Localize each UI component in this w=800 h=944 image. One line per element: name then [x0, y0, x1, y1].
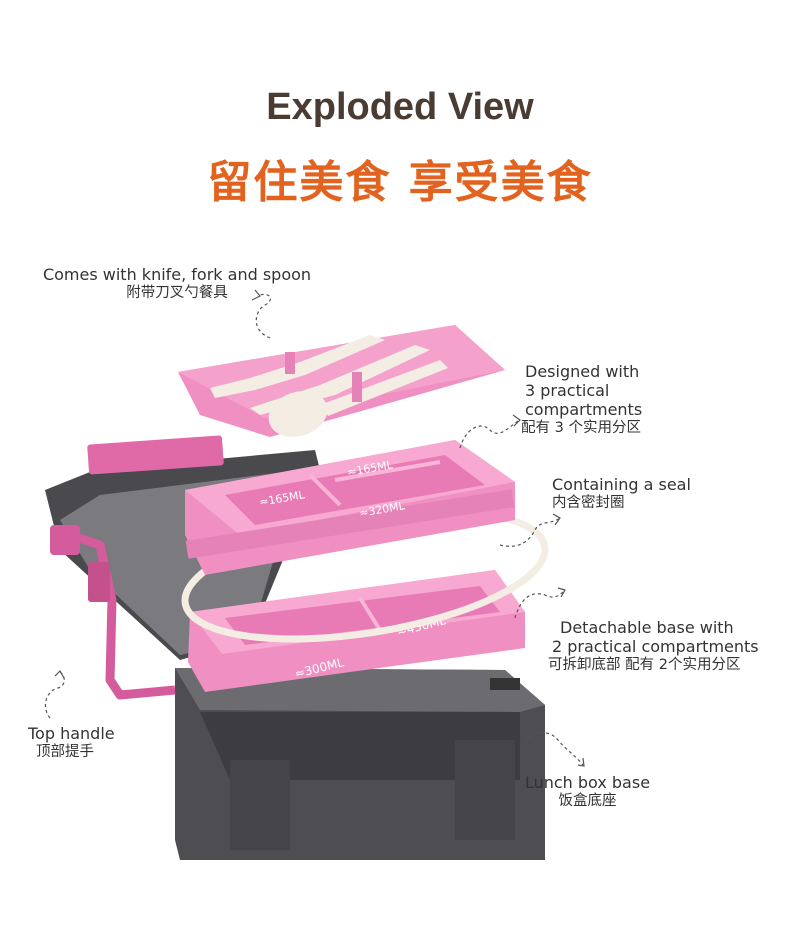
arrow-handle: [44, 670, 65, 719]
cutlery-tray: [178, 325, 505, 437]
arrow-base: [524, 732, 585, 767]
lower-tray: ≈450ML ≈300ML: [188, 570, 525, 692]
callout-handle: Top handle 顶部提手: [28, 724, 115, 762]
upper-tray: ≈165ML ≈165ML ≈320ML: [185, 440, 515, 575]
arrow-seal: [499, 513, 561, 547]
callout-compartments-en-3: compartments: [525, 400, 643, 419]
callout-handle-zh: 顶部提手: [36, 744, 94, 760]
fork: [210, 335, 385, 398]
callout-compartments-zh: 配有 3 个实用分区: [521, 420, 641, 436]
callout-detachable-zh: 可拆卸底部 配有 2个实用分区: [548, 657, 741, 673]
callout-seal-en: Containing a seal: [552, 475, 691, 494]
callout-base-en: Lunch box base: [524, 773, 651, 792]
callout-detachable-en-2: 2 practical compartments: [552, 637, 759, 656]
callout-compartments-en-1: Designed with: [525, 362, 640, 381]
lunch-box-base: [175, 668, 545, 860]
arrow-detachable: [514, 587, 566, 619]
page-subtitle: 留住美食 享受美食: [207, 157, 593, 208]
callout-detachable-en-1: Detachable base with: [560, 618, 734, 637]
callout-base-zh: 饭盒底座: [558, 793, 617, 809]
callout-cutlery-en: Comes with knife, fork and spoon: [42, 265, 312, 284]
page-title: Exploded View: [266, 86, 534, 128]
callout-base: Lunch box base 饭盒底座: [520, 773, 655, 811]
callout-compartments: Designed with 3 practical compartments 配…: [521, 362, 643, 438]
callout-seal: Containing a seal 内含密封圈: [552, 475, 691, 513]
callout-handle-en: Top handle: [28, 724, 115, 743]
arrow-cutlery: [251, 289, 272, 339]
top-handle: [50, 435, 224, 700]
callout-cutlery: Comes with knife, fork and spoon 附带刀叉勺餐具: [32, 265, 322, 303]
callout-cutlery-zh: 附带刀叉勺餐具: [126, 285, 228, 301]
callout-compartments-en-2: 3 practical: [525, 381, 610, 400]
arrow-compartments: [459, 414, 521, 449]
callout-seal-zh: 内含密封圈: [552, 495, 625, 511]
callout-detachable: Detachable base with 2 practical compart…: [548, 618, 759, 675]
